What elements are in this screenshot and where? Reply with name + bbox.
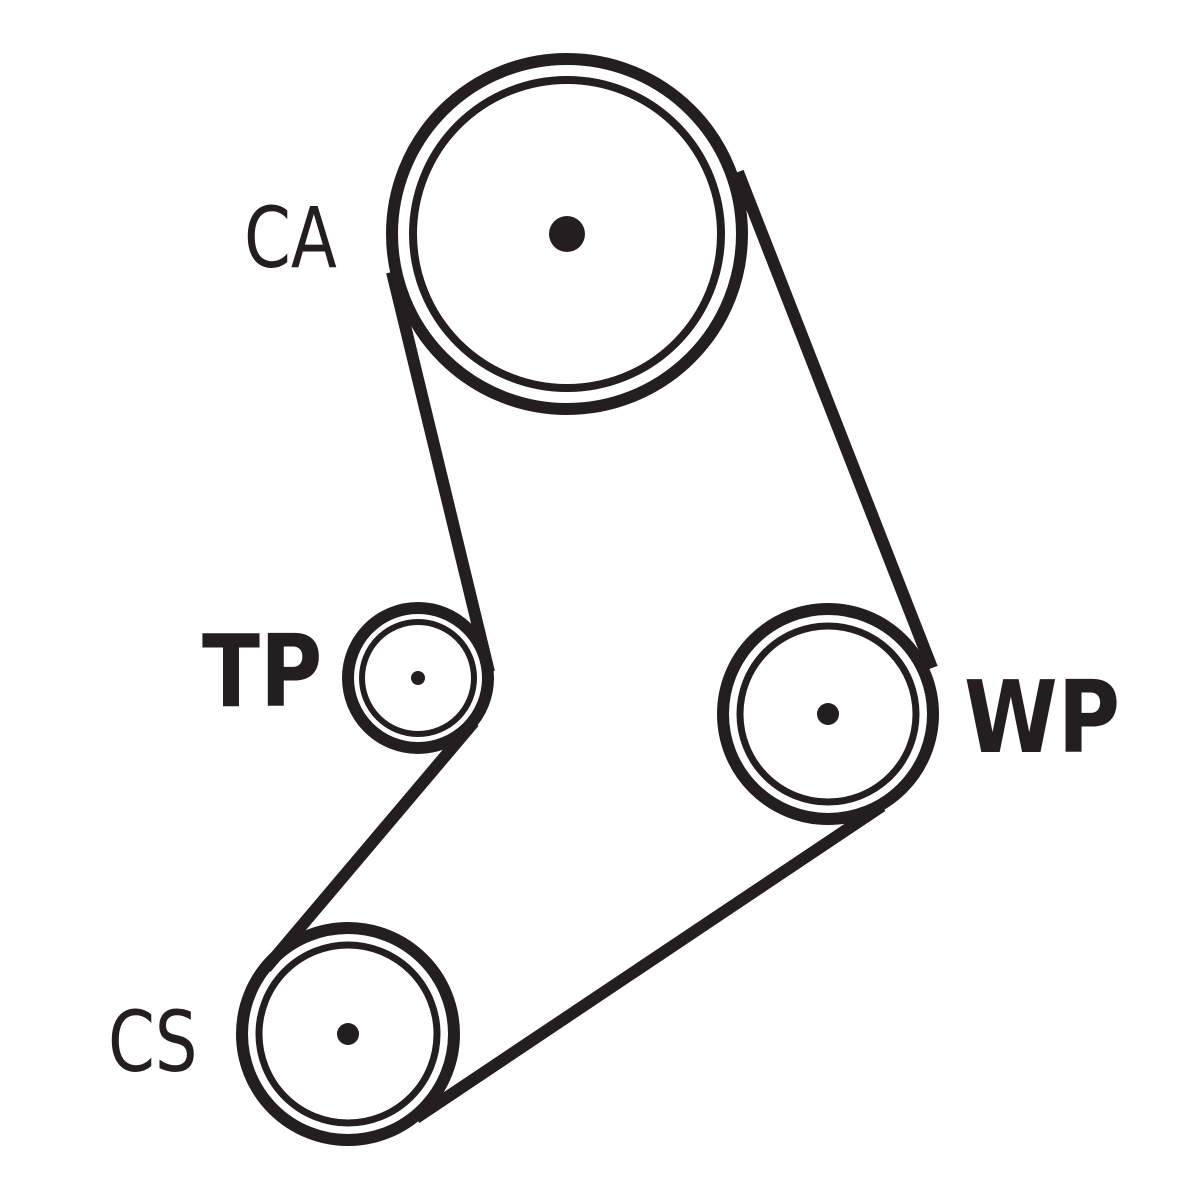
crankshaft-pulley [236, 922, 460, 1146]
water-pump-center-dot [817, 703, 839, 725]
label-tp: TP [202, 613, 323, 730]
camshaft-center-dot [549, 216, 585, 252]
water-pump-pulley [717, 603, 939, 825]
camshaft-pulley [386, 53, 748, 415]
label-ca: CA [244, 189, 337, 287]
tensioner-pulley [342, 602, 494, 754]
belt-segment-ca-wp [732, 169, 938, 671]
label-cs: CS [108, 993, 198, 1091]
belt-segment-wp-cs [412, 801, 886, 1123]
crankshaft-center-dot [337, 1023, 359, 1045]
tensioner-center-dot [411, 671, 425, 685]
label-wp: WP [964, 659, 1121, 776]
belt-segment-ca-tp [386, 270, 495, 674]
belt-segment-tp-cs [261, 718, 479, 972]
